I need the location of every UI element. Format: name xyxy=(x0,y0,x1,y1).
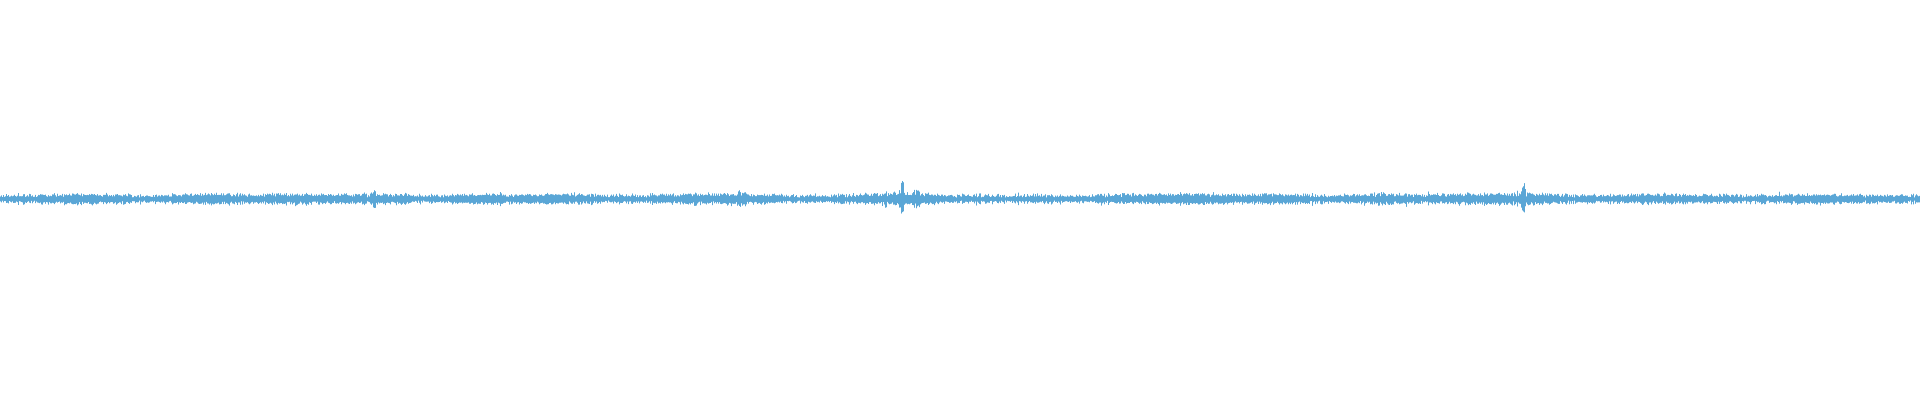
waveform-signal xyxy=(0,181,1920,214)
